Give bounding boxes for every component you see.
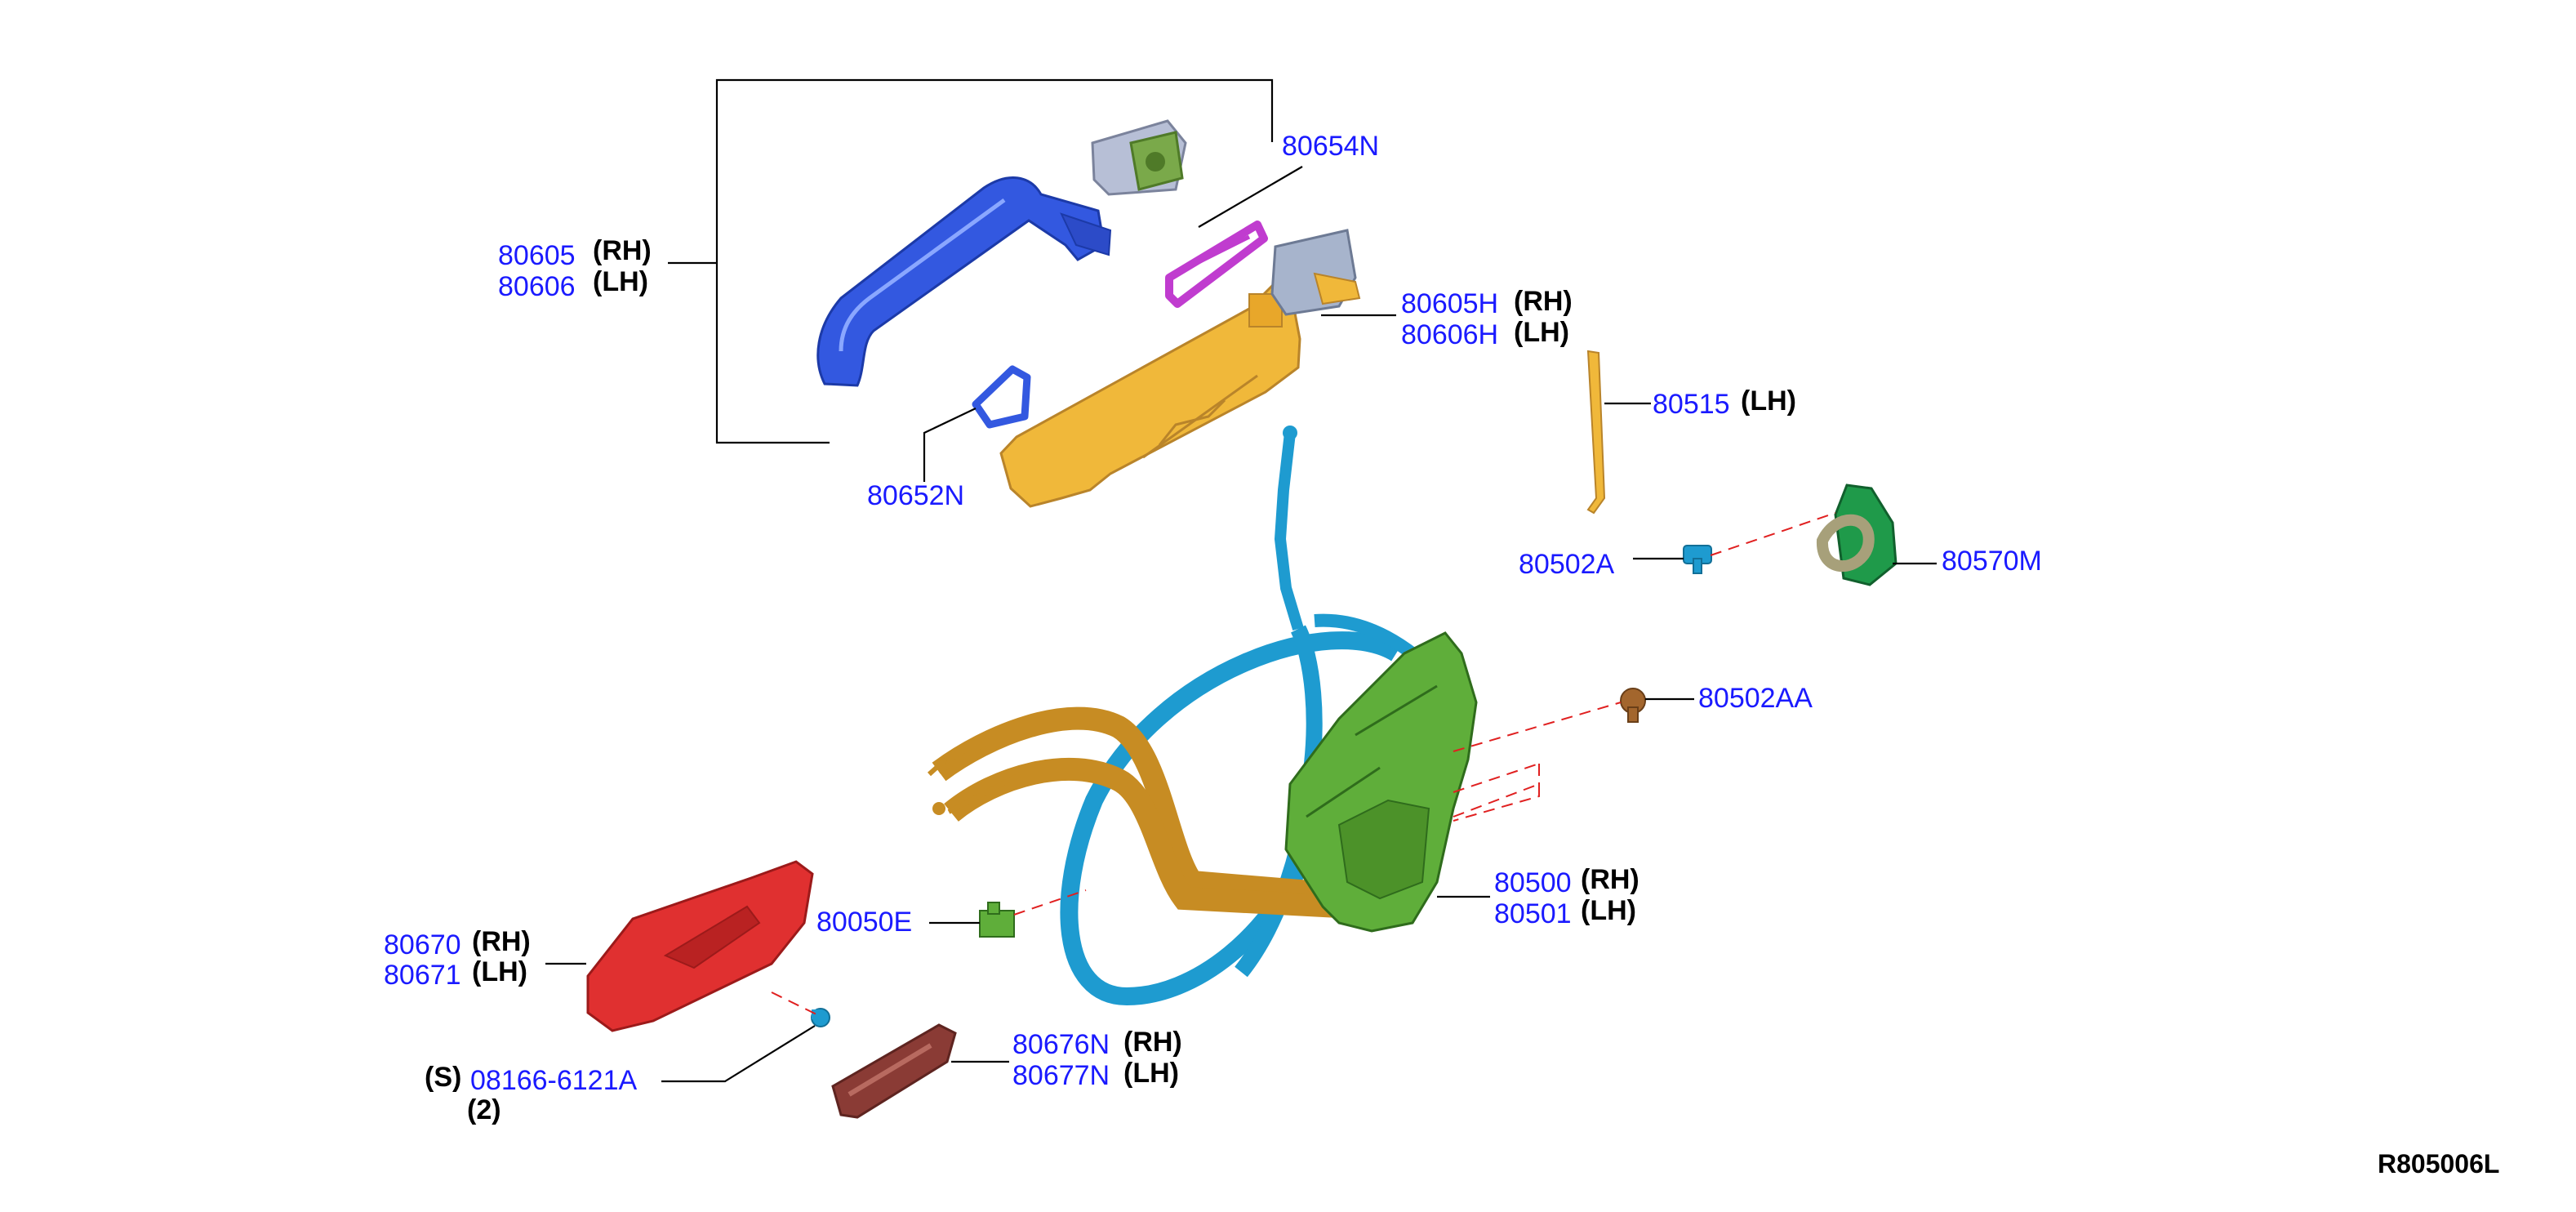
part-number: 80515 [1653, 389, 1730, 420]
callout-80605: 80605 (RH) [498, 235, 652, 271]
part-number: 80670 [384, 929, 461, 960]
part-number: 80606H [1401, 319, 1498, 350]
callout-80677N: 80677N (LH) [1012, 1058, 1179, 1091]
side-indicator: (LH) [1123, 1058, 1179, 1089]
part-number: 80676N [1012, 1029, 1110, 1060]
callout-80502AA: 80502AA [1698, 683, 1813, 714]
side-indicator: (RH) [472, 926, 531, 957]
side-indicator: (RH) [1514, 286, 1573, 317]
callout-80606: 80606 (LH) [498, 266, 648, 302]
callout-80502A: 80502A [1519, 549, 1615, 580]
part-number: 80050E [816, 907, 912, 938]
side-indicator: (LH) [1581, 895, 1636, 926]
callout-80606H: 80606H (LH) [1401, 317, 1569, 350]
callout-80652N: 80652N [867, 480, 964, 511]
part-number: 80654N [1282, 131, 1379, 162]
inside-handle-part [586, 860, 814, 1032]
door-lock-actuator-part [1284, 631, 1478, 933]
part-number: 80502A [1519, 549, 1615, 580]
screw-part [811, 1008, 830, 1027]
part-number: 80605H [1401, 288, 1498, 319]
bolt-80502A-part [1683, 545, 1712, 574]
callout-80501: 80501 (LH) [1494, 895, 1636, 929]
side-indicator: (LH) [1514, 317, 1569, 348]
handle-group-bracket [715, 78, 1274, 444]
callout-80050E: 80050E [816, 907, 912, 938]
callout-80670: 80670 (RH) [384, 926, 531, 960]
callout-80654N: 80654N [1282, 131, 1379, 162]
outside-handle-part [816, 176, 1112, 387]
part-number: 80671 [384, 960, 461, 991]
rear-gasket-part [972, 365, 1031, 429]
callout-80500: 80500 (RH) [1494, 864, 1639, 898]
handle-base-part [999, 283, 1301, 508]
side-indicator: (LH) [1741, 385, 1796, 417]
escutcheon-part [831, 1023, 957, 1119]
rod-part [1586, 350, 1606, 515]
side-indicator: (RH) [593, 235, 652, 266]
side-indicator: (LH) [472, 956, 527, 987]
callout-80570M: 80570M [1942, 546, 2042, 577]
callout-80605H: 80605H (RH) [1401, 286, 1573, 319]
part-number: 80652N [867, 480, 964, 511]
callout-80515: 80515 (LH) [1653, 385, 1796, 420]
phantom-lines [771, 512, 1836, 1015]
part-number: 80500 [1494, 867, 1572, 898]
front-gasket-part [1165, 221, 1268, 308]
handle-switch-housing-part [1270, 229, 1361, 316]
callout-80676N: 80676N (RH) [1012, 1027, 1182, 1060]
part-number: 80570M [1942, 546, 2042, 577]
standard-part-marker: (S) [425, 1062, 461, 1093]
leader-lines [545, 166, 1937, 1083]
inside-handle-cables-part [927, 706, 1341, 918]
quantity: (2) [467, 1094, 501, 1125]
bolt-80502AA-part [1620, 688, 1646, 723]
side-indicator: (LH) [593, 266, 648, 297]
diagram-reference-code: R805006L [2378, 1149, 2499, 1179]
part-number: 80606 [498, 271, 576, 302]
side-indicator: (RH) [1123, 1027, 1182, 1058]
part-number: 80677N [1012, 1060, 1110, 1091]
clip-part [979, 902, 1015, 938]
part-number: 08166-6121A [470, 1065, 638, 1096]
callout-80671: 80671 (LH) [384, 956, 527, 991]
part-number: 80605 [498, 240, 576, 271]
callout-08166-6121A: (S) 08166-6121A (2) [425, 1062, 638, 1125]
key-cylinder-cap-part [1091, 119, 1187, 196]
part-number: 80501 [1494, 898, 1572, 929]
side-indicator: (RH) [1581, 864, 1639, 895]
part-number: 80502AA [1698, 683, 1813, 714]
striker-part [1817, 483, 1898, 586]
